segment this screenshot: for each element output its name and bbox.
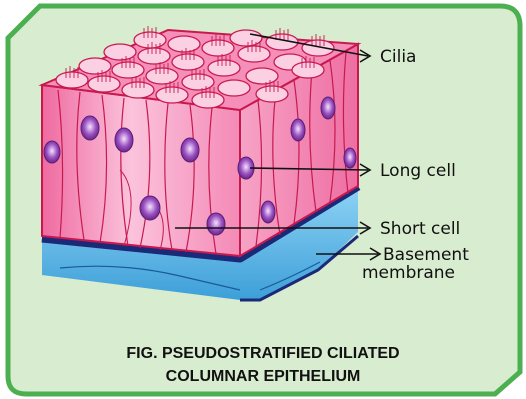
basement-label-line1: Basement — [383, 245, 469, 265]
cilia-label: Cilia — [380, 47, 416, 67]
short-cell-label: Short cell — [380, 219, 460, 239]
basement-label-line2: membrane — [362, 263, 455, 283]
figure-caption-line1: FIG. PSEUDOSTRATIFIED CILIATED — [126, 345, 399, 362]
figure-caption-line2: COLUMNAR EPITHELIUM — [166, 368, 361, 385]
long-cell-label: Long cell — [380, 161, 456, 181]
